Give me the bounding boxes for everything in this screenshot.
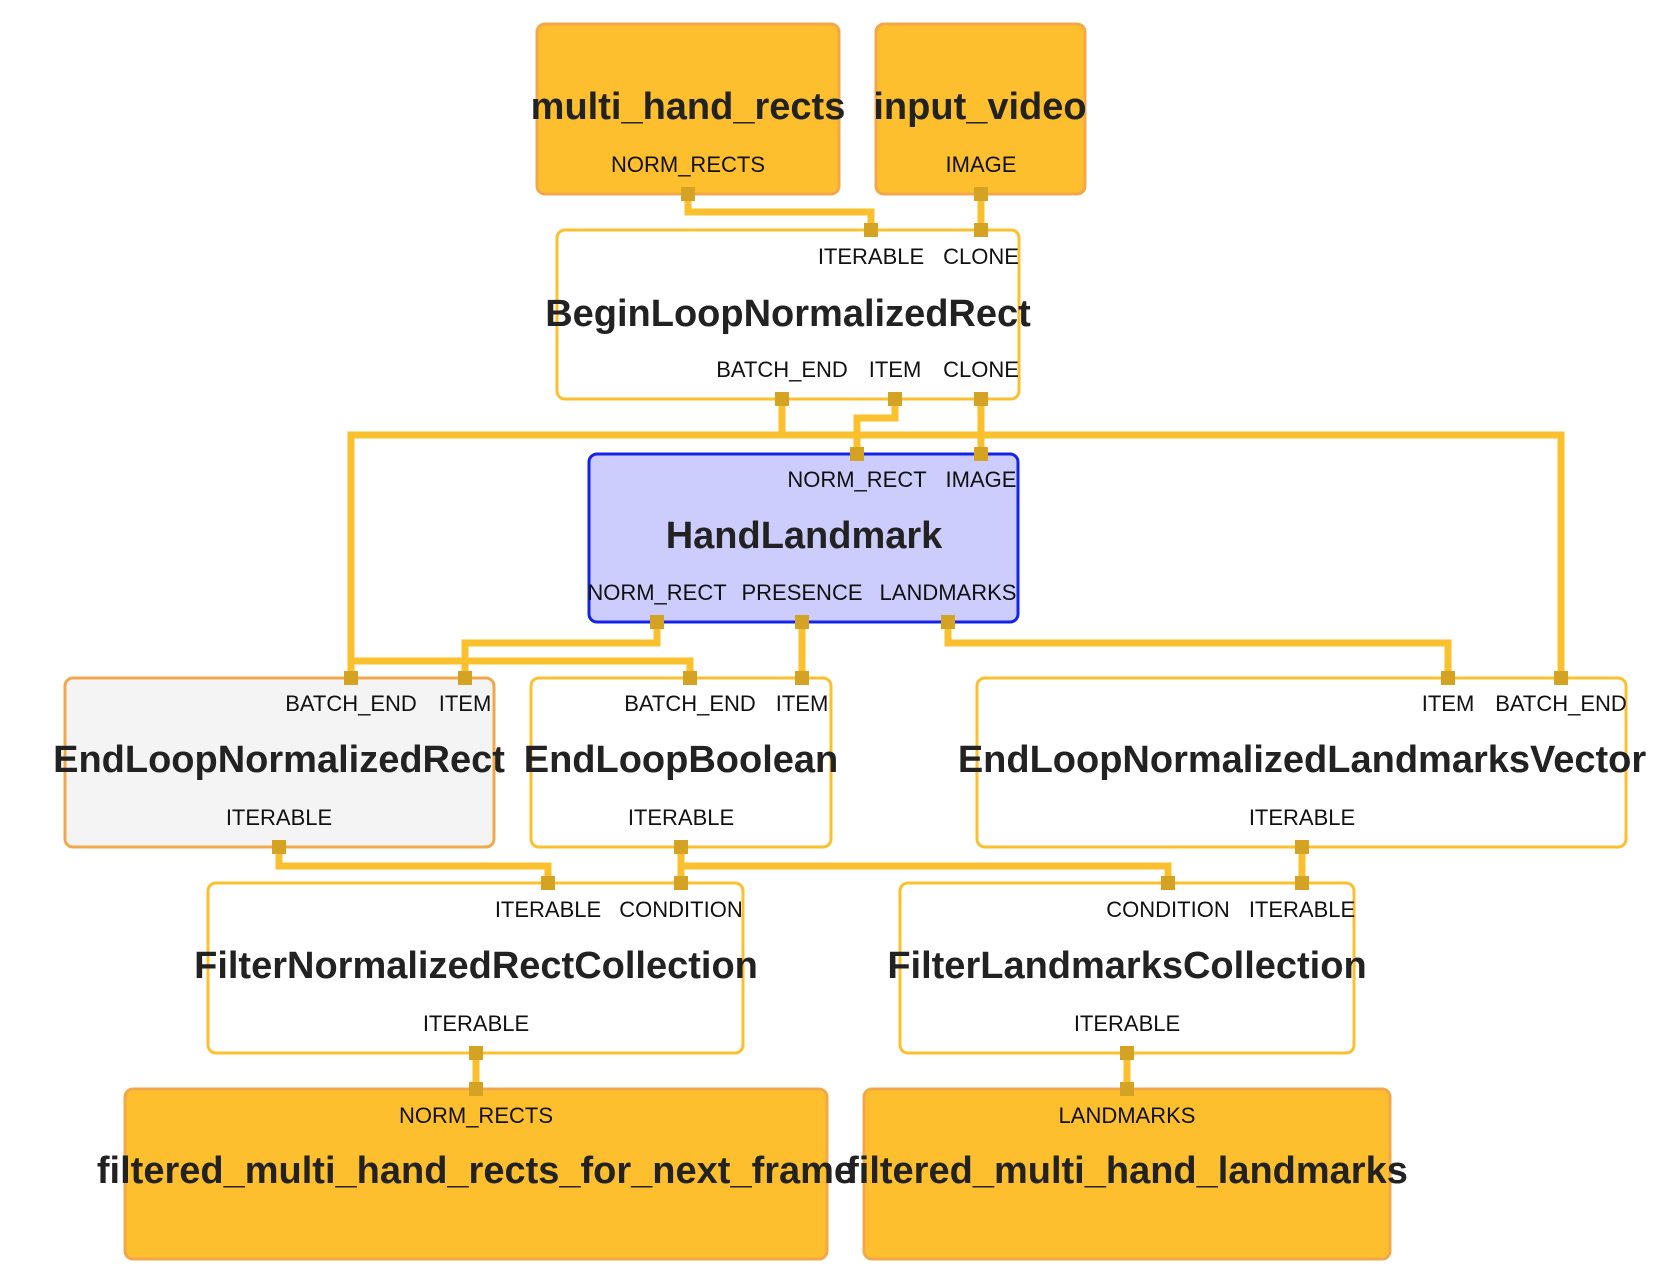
node-end-loop-normalized-rect[interactable]: BATCH_END ITEM EndLoopNormalizedRect ITE… xyxy=(53,676,505,849)
port-label: ITEM xyxy=(869,357,922,382)
node-title: BeginLoopNormalizedRect xyxy=(545,293,1031,335)
port-label: BATCH_END xyxy=(285,691,417,716)
port-anchor[interactable] xyxy=(1441,671,1455,685)
node-begin-loop-normalized-rect[interactable]: ITERABLE CLONE BeginLoopNormalizedRect B… xyxy=(545,228,1031,401)
edge-norm-rect-to-item xyxy=(461,622,661,678)
port-anchor[interactable] xyxy=(1161,876,1175,890)
node-end-loop-boolean[interactable]: BATCH_END ITEM EndLoopBoolean ITERABLE xyxy=(524,676,839,849)
port-label: BATCH_END xyxy=(1495,691,1627,716)
port-label: NORM_RECT xyxy=(587,580,726,605)
port-anchor[interactable] xyxy=(272,840,286,854)
node-title: EndLoopNormalizedRect xyxy=(53,739,505,781)
edge-batch-end-to-endloops xyxy=(347,399,786,678)
port-anchor[interactable] xyxy=(541,876,555,890)
port-label: ITERABLE xyxy=(1074,1011,1180,1036)
port-label: CLONE xyxy=(943,244,1019,269)
port-anchor[interactable] xyxy=(1554,671,1568,685)
node-title: EndLoopBoolean xyxy=(524,739,839,781)
port-anchor[interactable] xyxy=(469,1082,483,1096)
edge-landmarks-to-item xyxy=(944,622,1452,678)
port-label: ITERABLE xyxy=(423,1011,529,1036)
port-label: IMAGE xyxy=(946,467,1017,492)
port-label: ITEM xyxy=(776,691,829,716)
port-label: ITERABLE xyxy=(1249,897,1355,922)
edge-endloop-rect-to-iterable xyxy=(275,847,552,883)
edge-multi-hand-rects-to-iterable xyxy=(684,194,875,230)
port-anchor[interactable] xyxy=(974,187,988,201)
port-label: BATCH_END xyxy=(624,691,756,716)
port-anchor[interactable] xyxy=(974,392,988,406)
port-label: LANDMARKS xyxy=(880,580,1017,605)
port-label: ITEM xyxy=(439,691,492,716)
port-anchors xyxy=(272,187,1568,1096)
port-anchor[interactable] xyxy=(681,187,695,201)
port-label: CONDITION xyxy=(1106,897,1229,922)
port-anchor[interactable] xyxy=(674,840,688,854)
port-label: ITERABLE xyxy=(226,805,332,830)
port-anchor[interactable] xyxy=(458,671,472,685)
port-anchor[interactable] xyxy=(344,671,358,685)
node-filtered-multi-hand-rects-for-next-frame[interactable]: NORM_RECTS filtered_multi_hand_rects_for… xyxy=(97,1087,855,1261)
node-title: EndLoopNormalizedLandmarksVector xyxy=(958,739,1647,781)
port-label: NORM_RECTS xyxy=(399,1103,553,1128)
port-anchor[interactable] xyxy=(795,671,809,685)
port-anchor[interactable] xyxy=(683,671,697,685)
port-anchor[interactable] xyxy=(775,392,789,406)
port-anchor[interactable] xyxy=(888,392,902,406)
node-title: FilterLandmarksCollection xyxy=(887,945,1366,987)
port-label: BATCH_END xyxy=(716,357,848,382)
port-anchor[interactable] xyxy=(864,223,878,237)
node-title: filtered_multi_hand_landmarks xyxy=(846,1150,1408,1192)
port-label: ITEM xyxy=(1422,691,1475,716)
port-label: NORM_RECT xyxy=(787,467,926,492)
port-anchor[interactable] xyxy=(650,615,664,629)
node-title: multi_hand_rects xyxy=(531,86,846,128)
node-title: FilterNormalizedRectCollection xyxy=(194,945,758,987)
port-anchor[interactable] xyxy=(795,615,809,629)
node-hand-landmark[interactable]: NORM_RECT IMAGE HandLandmark NORM_RECT P… xyxy=(587,452,1020,624)
node-end-loop-normalized-landmarks-vector[interactable]: ITEM BATCH_END EndLoopNormalizedLandmark… xyxy=(958,676,1647,849)
node-title: filtered_multi_hand_rects_for_next_frame xyxy=(97,1150,855,1192)
node-filter-normalized-rect-collection[interactable]: ITERABLE CONDITION FilterNormalizedRectC… xyxy=(194,881,758,1055)
port-anchor[interactable] xyxy=(469,1046,483,1060)
edge-batch-end-to-endloop-landmarks xyxy=(782,431,1565,678)
node-filter-landmarks-collection[interactable]: CONDITION ITERABLE FilterLandmarksCollec… xyxy=(887,881,1367,1055)
port-label: LANDMARKS xyxy=(1059,1103,1196,1128)
port-label: CLONE xyxy=(943,357,1019,382)
port-label: ITERABLE xyxy=(495,897,601,922)
node-input-video[interactable]: input_video IMAGE xyxy=(873,22,1087,196)
port-label: ITERABLE xyxy=(1249,805,1355,830)
port-anchor[interactable] xyxy=(1120,1082,1134,1096)
node-multi-hand-rects[interactable]: multi_hand_rects NORM_RECTS xyxy=(531,22,846,196)
port-label: CONDITION xyxy=(619,897,742,922)
edge-item-to-norm-rect xyxy=(853,399,899,454)
port-anchor[interactable] xyxy=(674,876,688,890)
port-label: ITERABLE xyxy=(628,805,734,830)
node-title: HandLandmark xyxy=(666,515,943,557)
port-label: IMAGE xyxy=(946,152,1017,177)
node-title: input_video xyxy=(873,86,1086,128)
port-anchor[interactable] xyxy=(974,223,988,237)
port-anchor[interactable] xyxy=(1295,876,1309,890)
port-label: NORM_RECTS xyxy=(611,152,765,177)
port-anchor[interactable] xyxy=(1120,1046,1134,1060)
port-anchor[interactable] xyxy=(974,447,988,461)
port-label: ITERABLE xyxy=(818,244,924,269)
port-anchor[interactable] xyxy=(941,615,955,629)
port-anchor[interactable] xyxy=(1295,840,1309,854)
node-filtered-multi-hand-landmarks[interactable]: LANDMARKS filtered_multi_hand_landmarks xyxy=(846,1087,1408,1261)
edge-batch-end-to-endloop-bool xyxy=(351,657,694,678)
edge-endloop-bool-to-condition-2 xyxy=(681,862,1172,883)
port-anchor[interactable] xyxy=(850,447,864,461)
port-label: PRESENCE xyxy=(741,580,862,605)
